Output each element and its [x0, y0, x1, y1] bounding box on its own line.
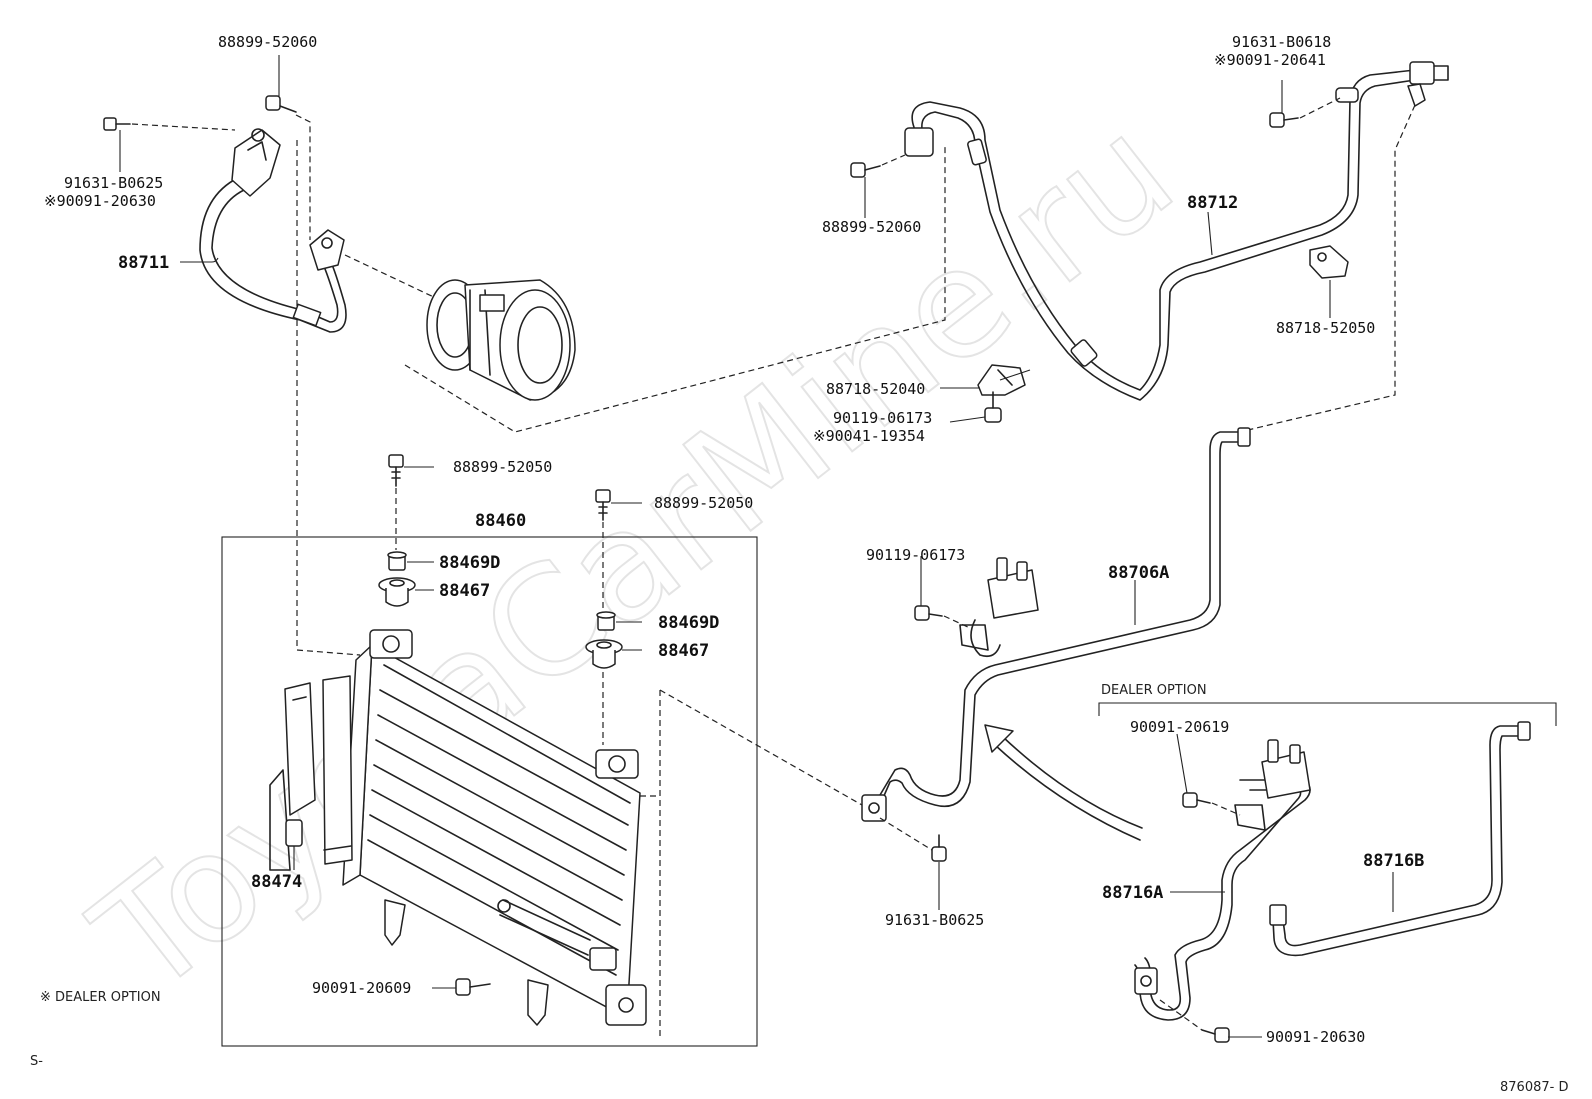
bolt-91631-b0625-left-icon — [103, 117, 131, 131]
label-88469d-a: 88469D — [439, 553, 500, 573]
bolt-91631-b0618-icon — [1269, 112, 1299, 128]
leader-lines — [119, 55, 1394, 1038]
label-88474: 88474 — [251, 872, 302, 892]
bolt-90091-20619-icon — [1182, 792, 1211, 808]
bolt-90119-06173-top-icon — [984, 391, 1002, 423]
liquid-tube-88716b-icon — [1269, 721, 1531, 957]
suction-hose-88712-icon — [904, 61, 1449, 401]
discharge-hose-88711-icon — [199, 128, 347, 333]
collar-88469d-b-icon — [596, 611, 616, 631]
label-90041-19354: ※90041-19354 — [813, 427, 925, 445]
label-88460: 88460 — [475, 511, 526, 531]
cushion-88467-b-icon — [585, 639, 623, 669]
bolt-88899-52050-b-icon — [595, 489, 611, 521]
label-90119-06173-top: 90119-06173 — [833, 409, 932, 427]
label-88469d-b: 88469D — [658, 613, 719, 633]
label-88718-52040: 88718-52040 — [826, 380, 925, 398]
dealer-option-footnote: ※ DEALER OPTION — [40, 990, 161, 1005]
label-88711: 88711 — [118, 253, 169, 273]
bolt-90091-20630-bottom-icon — [1201, 1027, 1230, 1043]
label-88899-52050-b: 88899-52050 — [654, 494, 753, 512]
label-90091-20609: 90091-20609 — [312, 979, 411, 997]
label-88718-52050: 88718-52050 — [1276, 319, 1375, 337]
corner-left-mark: S- — [30, 1054, 43, 1069]
label-88716a: 88716A — [1102, 883, 1163, 903]
bolt-91631-b0625-bottom-icon — [931, 834, 947, 862]
fitting-90091-20641-icon — [1335, 87, 1359, 103]
bolt-90119-06173-mid-icon — [914, 605, 943, 621]
bolt-90091-20609-icon — [455, 978, 491, 996]
condenser-88460-icon — [342, 629, 647, 1026]
cushion-88467-a-icon — [378, 577, 416, 607]
label-90091-20630-left: ※90091-20630 — [44, 192, 156, 210]
label-88899-52060-top: 88899-52060 — [218, 33, 317, 51]
label-88899-52050-a: 88899-52050 — [453, 458, 552, 476]
label-88899-52060-mid: 88899-52060 — [822, 218, 921, 236]
label-91631-b0625-left: 91631-B0625 — [64, 174, 163, 192]
dealer-option-bracket — [1098, 702, 1557, 726]
label-88467-b: 88467 — [658, 641, 709, 661]
clamp-88718-52050-icon — [1309, 245, 1349, 279]
liquid-tube-88716a-icon — [1134, 739, 1311, 1021]
label-88706a: 88706A — [1108, 563, 1169, 583]
collar-88469d-a-icon — [387, 551, 407, 571]
label-90091-20641: ※90091-20641 — [1214, 51, 1326, 69]
label-90091-20619: 90091-20619 — [1130, 718, 1229, 736]
diagram-id: 876087- D — [1500, 1080, 1568, 1095]
liquid-tube-88706a-icon — [861, 427, 1251, 822]
label-88712: 88712 — [1187, 193, 1238, 213]
bolt-88899-52060-mid-icon — [850, 162, 881, 178]
compressor-icon — [426, 279, 576, 401]
bolt-88899-52050-a-icon — [388, 454, 404, 487]
label-88467-a: 88467 — [439, 581, 490, 601]
label-91631-b0618: 91631-B0618 — [1232, 33, 1331, 51]
condenser-assembly-frame — [221, 536, 758, 1047]
label-91631-b0625-bottom: 91631-B0625 — [885, 911, 984, 929]
label-88716b: 88716B — [1363, 851, 1424, 871]
label-90091-20630-bottom: 90091-20630 — [1266, 1028, 1365, 1046]
bolt-88899-52060-top-icon — [265, 95, 297, 113]
dealer-option-label: DEALER OPTION — [1101, 683, 1207, 698]
label-90119-06173-mid: 90119-06173 — [866, 546, 965, 564]
receiver-tank-icon — [269, 675, 353, 871]
direction-arrow-icon — [984, 724, 1143, 841]
